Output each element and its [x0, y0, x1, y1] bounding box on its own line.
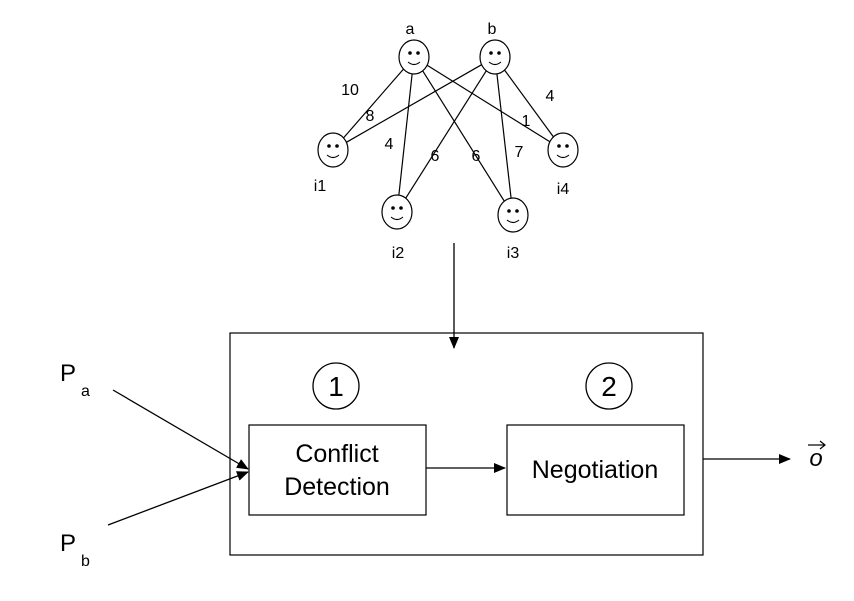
input-pa-arrow	[112, 389, 249, 470]
edge-weight-a-i1: 10	[341, 82, 359, 99]
system-box	[229, 332, 704, 556]
node-label-b: b	[488, 21, 497, 38]
input-pb-sub: b	[81, 553, 90, 570]
conflict-detection-label-line1: Conflict	[295, 440, 378, 468]
bipartite-nodes	[317, 39, 579, 233]
step-1-number: 1	[328, 371, 344, 402]
edge-weight-a-i4: 1	[522, 113, 531, 130]
input-pb-arrow	[107, 471, 249, 526]
edge-b-i4	[504, 69, 554, 138]
step-2-circle	[585, 362, 633, 410]
output-symbol: o	[809, 445, 822, 472]
node-label-i4: i4	[557, 181, 570, 198]
node-label-i3: i3	[507, 245, 520, 262]
edge-weight-b-i4: 4	[546, 88, 555, 105]
output-vector-mark-head	[819, 440, 826, 450]
node-i4-smiley-icon	[547, 132, 579, 168]
edge-b-i3	[496, 73, 512, 199]
edge-a-i4	[426, 64, 551, 143]
node-i2-smiley-icon	[381, 194, 413, 230]
node-label-i1: i1	[314, 178, 327, 195]
edge-weight-a-i2: 4	[385, 136, 394, 153]
node-label-a: a	[406, 21, 415, 38]
input-pa-base: P	[60, 360, 76, 387]
bipartite-edges	[343, 64, 554, 202]
conflict-detection-box	[248, 424, 427, 516]
edge-weight-b-i1: 8	[366, 108, 375, 125]
edge-a-i1	[343, 68, 404, 139]
edge-weight-a-i3: 6	[472, 148, 481, 165]
node-b-smiley-icon	[479, 39, 511, 75]
node-i3-smiley-icon	[497, 197, 529, 233]
edge-weight-b-i2: 6	[431, 148, 440, 165]
edge-b-i1	[346, 64, 482, 143]
edge-a-i3	[422, 70, 505, 202]
conflict-detection-label-line2: Detection	[284, 473, 390, 501]
edge-b-i2	[405, 70, 487, 199]
input-pa-sub: a	[81, 383, 90, 400]
negotiation-label: Negotiation	[532, 456, 658, 484]
edge-a-i2	[398, 73, 413, 196]
input-pb-base: P	[60, 530, 76, 557]
negotiation-box	[506, 424, 685, 516]
edge-weight-b-i3: 7	[515, 144, 524, 161]
node-a-smiley-icon	[398, 39, 430, 75]
step-2-number: 2	[601, 371, 617, 402]
node-label-i2: i2	[392, 245, 405, 262]
node-i1-smiley-icon	[317, 132, 349, 168]
step-1-circle	[312, 362, 360, 410]
